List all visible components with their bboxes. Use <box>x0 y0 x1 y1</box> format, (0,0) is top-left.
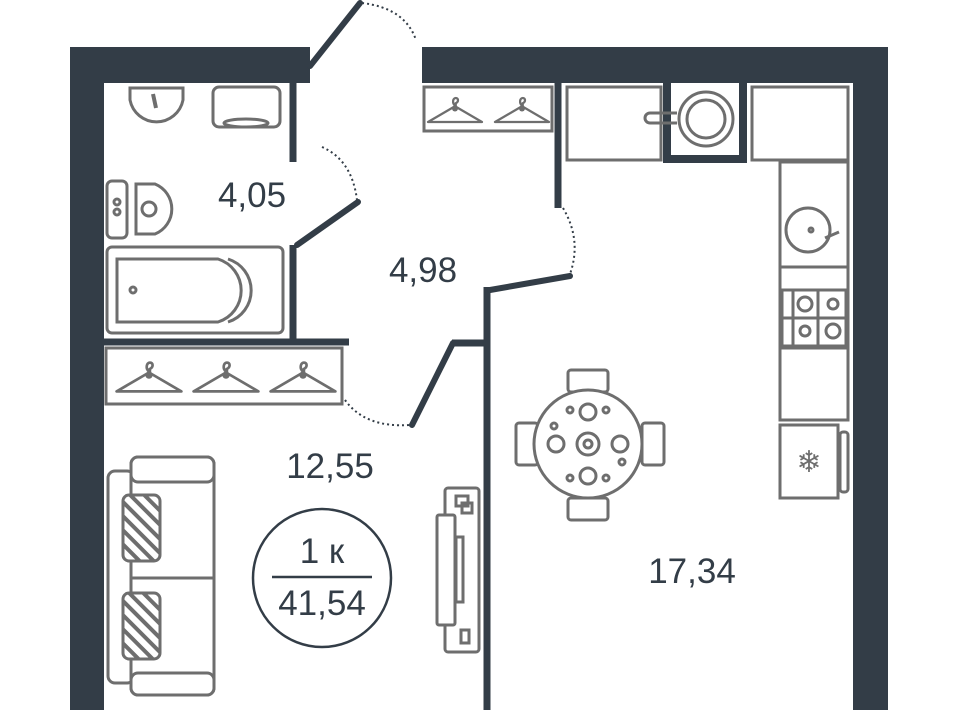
area-kitchen: 17,34 <box>648 552 736 591</box>
area-living-room: 12,55 <box>286 447 374 486</box>
pan-handle <box>643 111 677 125</box>
fridge-icon: ❄ <box>778 423 850 500</box>
tv-unit <box>435 486 481 654</box>
living-door <box>409 340 456 428</box>
toilet-icon <box>134 182 174 236</box>
stove-icon <box>780 288 848 348</box>
bathroom-fixtures <box>105 85 285 335</box>
room-count: 1 к <box>300 532 345 571</box>
sofa <box>106 455 216 697</box>
living-wardrobe <box>104 346 344 406</box>
hand-dryer-icon <box>211 85 282 129</box>
doors <box>294 0 576 428</box>
pillow <box>121 591 162 661</box>
area-bathroom: 4,05 <box>218 176 286 215</box>
bathroom-door <box>294 199 361 248</box>
hall-wardrobe <box>422 85 554 133</box>
dining-table <box>514 368 666 522</box>
inner-walls <box>104 83 562 710</box>
pan-icon <box>677 90 735 148</box>
bathtub-icon <box>105 245 285 335</box>
pillow <box>121 493 162 563</box>
sink-icon <box>784 206 832 254</box>
kitchen-door <box>487 273 573 293</box>
total-area: 41,54 <box>278 584 366 623</box>
snowflake-icon: ❄ <box>796 445 821 480</box>
apartment-badge: 1 к 41,54 <box>251 507 393 649</box>
outer-walls <box>70 47 888 710</box>
area-hallway: 4,98 <box>389 251 457 290</box>
kitchen-fixtures: ❄ <box>565 83 850 500</box>
entry-door <box>307 0 363 69</box>
